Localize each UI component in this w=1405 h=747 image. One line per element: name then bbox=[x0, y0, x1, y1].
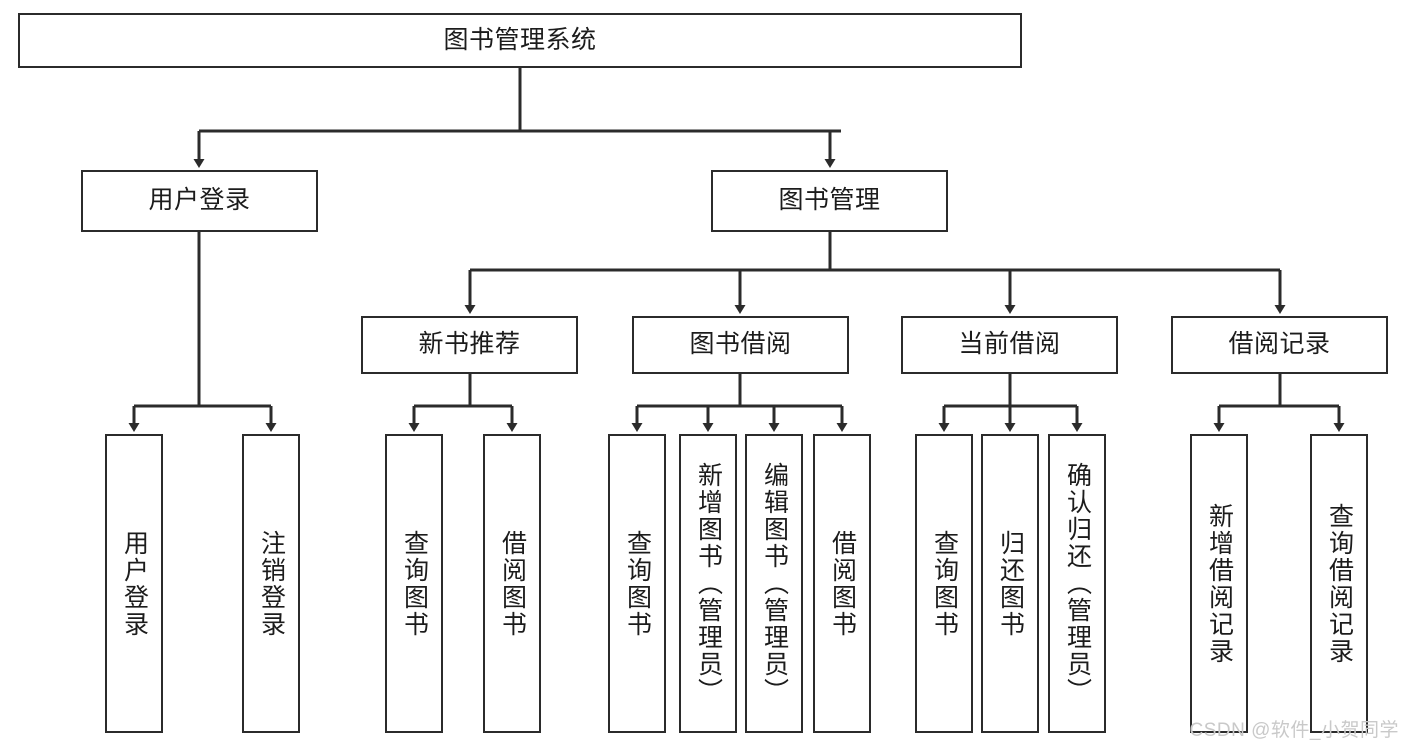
leaf-confirm-return-admin-label: 确认归还（管理员） bbox=[1063, 462, 1092, 705]
leaf-return-book-label: 归还图书 bbox=[996, 529, 1025, 638]
leaf-edit-book-admin-label: 编辑图书（管理员） bbox=[760, 462, 789, 705]
node-new-book-recommend[interactable]: 新书推荐 bbox=[361, 316, 578, 374]
node-root[interactable]: 图书管理系统 bbox=[18, 13, 1022, 68]
node-book-manage[interactable]: 图书管理 bbox=[711, 170, 948, 232]
leaf-user-logout[interactable]: 注销登录 bbox=[242, 434, 300, 733]
leaf-query-book-borrow[interactable]: 查询图书 bbox=[608, 434, 666, 733]
node-current-borrow-label: 当前借阅 bbox=[958, 330, 1061, 359]
leaf-query-book-current[interactable]: 查询图书 bbox=[915, 434, 973, 733]
leaf-borrow-book-new-label: 借阅图书 bbox=[498, 529, 527, 638]
leaf-add-book-admin-label: 新增图书（管理员） bbox=[694, 462, 723, 705]
node-borrow-record-label: 借阅记录 bbox=[1228, 330, 1331, 359]
csdn-watermark: CSDN @软件_小贺同学 bbox=[1189, 720, 1399, 741]
node-book-manage-label: 图书管理 bbox=[778, 186, 881, 215]
node-user-login[interactable]: 用户登录 bbox=[81, 170, 318, 232]
leaf-add-borrow-record[interactable]: 新增借阅记录 bbox=[1190, 434, 1248, 733]
leaf-query-book-current-label: 查询图书 bbox=[930, 529, 959, 638]
leaf-confirm-return-admin[interactable]: 确认归还（管理员） bbox=[1048, 434, 1106, 733]
leaf-query-book-new[interactable]: 查询图书 bbox=[385, 434, 443, 733]
node-new-book-recommend-label: 新书推荐 bbox=[418, 330, 521, 359]
node-book-borrow[interactable]: 图书借阅 bbox=[632, 316, 849, 374]
leaf-borrow-book-borrow[interactable]: 借阅图书 bbox=[813, 434, 871, 733]
node-borrow-record[interactable]: 借阅记录 bbox=[1171, 316, 1388, 374]
leaf-query-borrow-record[interactable]: 查询借阅记录 bbox=[1310, 434, 1368, 733]
leaf-borrow-book-borrow-label: 借阅图书 bbox=[828, 529, 857, 638]
leaf-add-borrow-record-label: 新增借阅记录 bbox=[1205, 502, 1234, 665]
leaf-user-logout-label: 注销登录 bbox=[257, 529, 286, 638]
leaf-edit-book-admin[interactable]: 编辑图书（管理员） bbox=[745, 434, 803, 733]
leaf-borrow-book-new[interactable]: 借阅图书 bbox=[483, 434, 541, 733]
node-current-borrow[interactable]: 当前借阅 bbox=[901, 316, 1118, 374]
leaf-return-book[interactable]: 归还图书 bbox=[981, 434, 1039, 733]
node-book-borrow-label: 图书借阅 bbox=[689, 330, 792, 359]
leaf-user-login[interactable]: 用户登录 bbox=[105, 434, 163, 733]
node-user-login-label: 用户登录 bbox=[148, 186, 251, 215]
leaf-add-book-admin[interactable]: 新增图书（管理员） bbox=[679, 434, 737, 733]
leaf-query-book-new-label: 查询图书 bbox=[400, 529, 429, 638]
node-root-label: 图书管理系统 bbox=[443, 25, 597, 54]
leaf-query-book-borrow-label: 查询图书 bbox=[623, 529, 652, 638]
leaf-user-login-label: 用户登录 bbox=[120, 529, 149, 638]
leaf-query-borrow-record-label: 查询借阅记录 bbox=[1325, 502, 1354, 665]
